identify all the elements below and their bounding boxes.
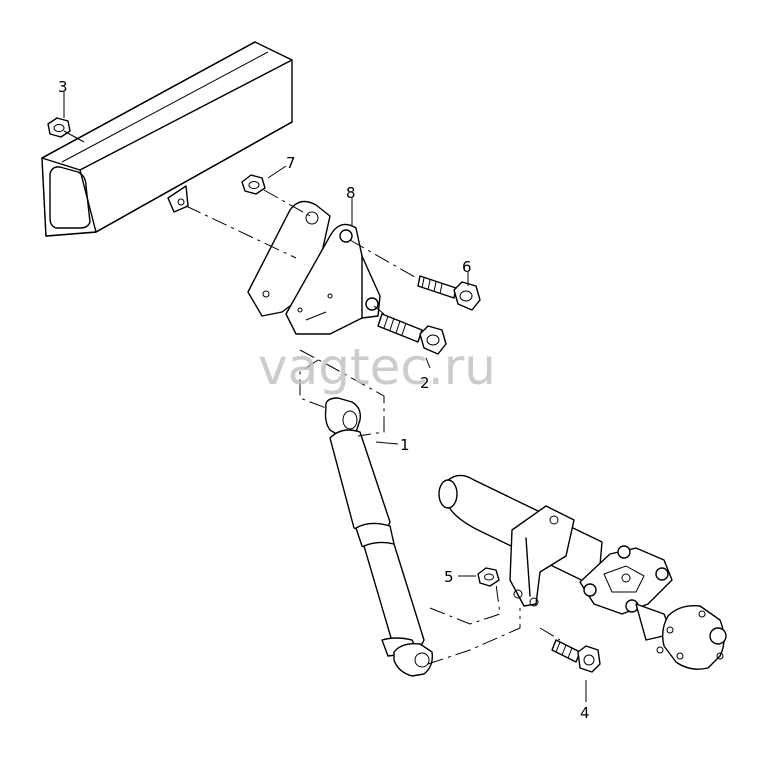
callout-3: 3	[58, 78, 68, 96]
shock-absorber-1	[324, 397, 434, 677]
assembly-lines	[185, 189, 561, 665]
bolt-2	[377, 313, 447, 355]
bolt-4	[551, 639, 601, 673]
bolt-6	[417, 275, 481, 311]
watermark-text: vagtec.ru	[258, 338, 496, 396]
nut-3	[47, 117, 71, 138]
leader-lines	[63, 92, 587, 702]
callout-2: 2	[420, 374, 430, 392]
callout-5: 5	[444, 568, 454, 586]
callout-8: 8	[346, 184, 356, 202]
nut-5	[477, 567, 500, 587]
callout-6: 6	[462, 258, 472, 276]
callout-7: 7	[286, 154, 296, 172]
callout-labels: 3 7 8 6 2 1 5 4	[58, 78, 590, 722]
rear-axle	[438, 474, 727, 670]
callout-1: 1	[400, 436, 410, 454]
shock-bracket-8	[247, 200, 381, 335]
callout-4: 4	[580, 704, 590, 722]
frame-rail	[41, 41, 293, 237]
nut-7	[241, 174, 266, 195]
